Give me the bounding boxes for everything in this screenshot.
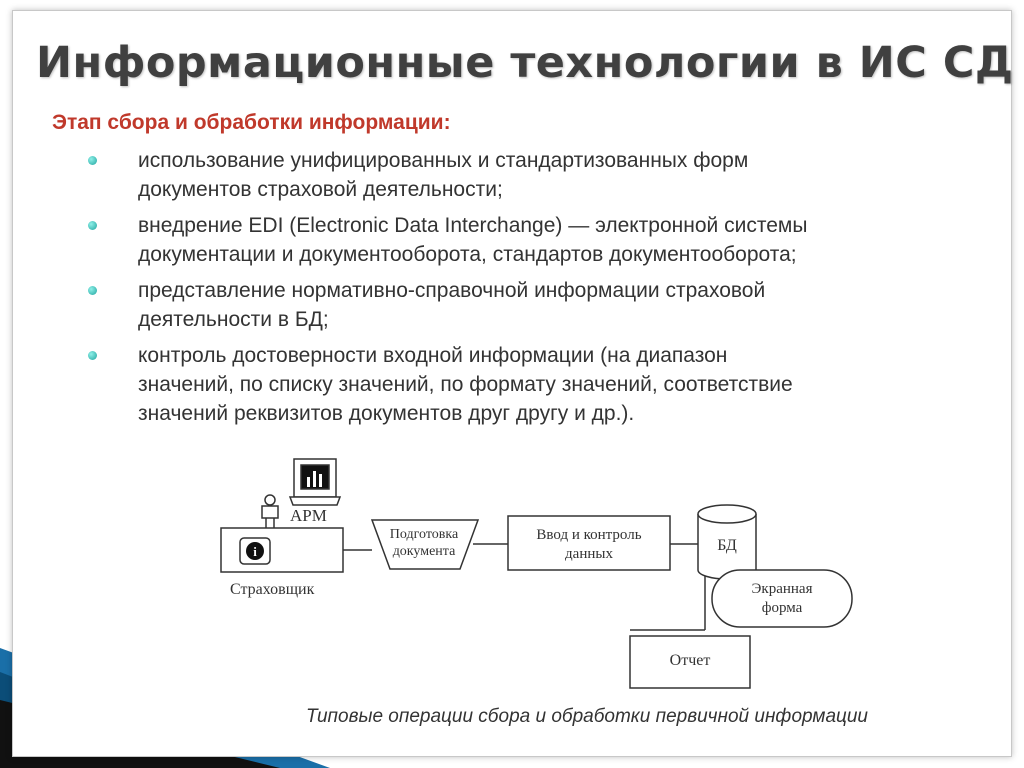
bullet-dot-icon (88, 221, 97, 230)
person-icon (261, 494, 279, 528)
bullet-line: значений реквизитов документов друг друг… (138, 402, 635, 425)
bullet-line: представление нормативно-справочной инфо… (138, 279, 766, 302)
prep-label-line2: документа (393, 544, 456, 559)
bullet-item: контроль достоверности входной информаци… (80, 341, 980, 428)
bullet-line: деятельности в БД; (138, 308, 329, 331)
bullet-item: использование унифицированных и стандарт… (80, 146, 980, 204)
input-label-line2: данных (565, 546, 613, 562)
bullet-line: внедрение EDI (Electronic Data Interchan… (138, 214, 808, 237)
bullet-dot-icon (88, 351, 97, 360)
info-icon: i (239, 537, 271, 565)
slide-title: Информационные технологии в ИС СД (36, 38, 1014, 88)
db-label: БД (717, 537, 737, 554)
info-symbol: i (253, 544, 257, 559)
arm-label: АРМ (290, 506, 327, 525)
bullet-dot-icon (88, 156, 97, 165)
prep-label-line1: Подготовка (390, 527, 459, 542)
input-label-line1: Ввод и контроль (536, 527, 641, 543)
flow-diagram: i АРМ Страховщик Подготовка документа Вв… (220, 458, 853, 689)
prep-document-block (370, 519, 480, 570)
bullet-line: значений, по списку значений, по формату… (138, 373, 793, 396)
bullet-list: использование унифицированных и стандарт… (80, 146, 980, 435)
input-control-block (507, 515, 671, 571)
report-label: Отчет (670, 652, 711, 669)
screen-form-block (711, 569, 853, 628)
computer-monitor-icon (288, 458, 342, 506)
section-subtitle: Этап сбора и обработки информации: (52, 111, 451, 134)
bullet-dot-icon (88, 286, 97, 295)
diagram-caption: Типовые операции сбора и обработки перви… (306, 706, 869, 727)
bullet-item: внедрение EDI (Electronic Data Interchan… (80, 211, 980, 269)
bullet-line: контроль достоверности входной информаци… (138, 344, 728, 367)
bullet-line: документов страховой деятельности; (138, 178, 503, 201)
bullet-line: документации и документооборота, стандар… (138, 243, 797, 266)
screen-label-line1: Экранная (752, 581, 813, 597)
bullet-item: представление нормативно-справочной инфо… (80, 276, 980, 334)
screen-label-line2: форма (762, 600, 803, 616)
report-block (629, 635, 751, 689)
bullet-line: использование унифицированных и стандарт… (138, 149, 749, 172)
slide-frame (12, 10, 1012, 757)
insurer-label: Страховщик (230, 581, 315, 598)
